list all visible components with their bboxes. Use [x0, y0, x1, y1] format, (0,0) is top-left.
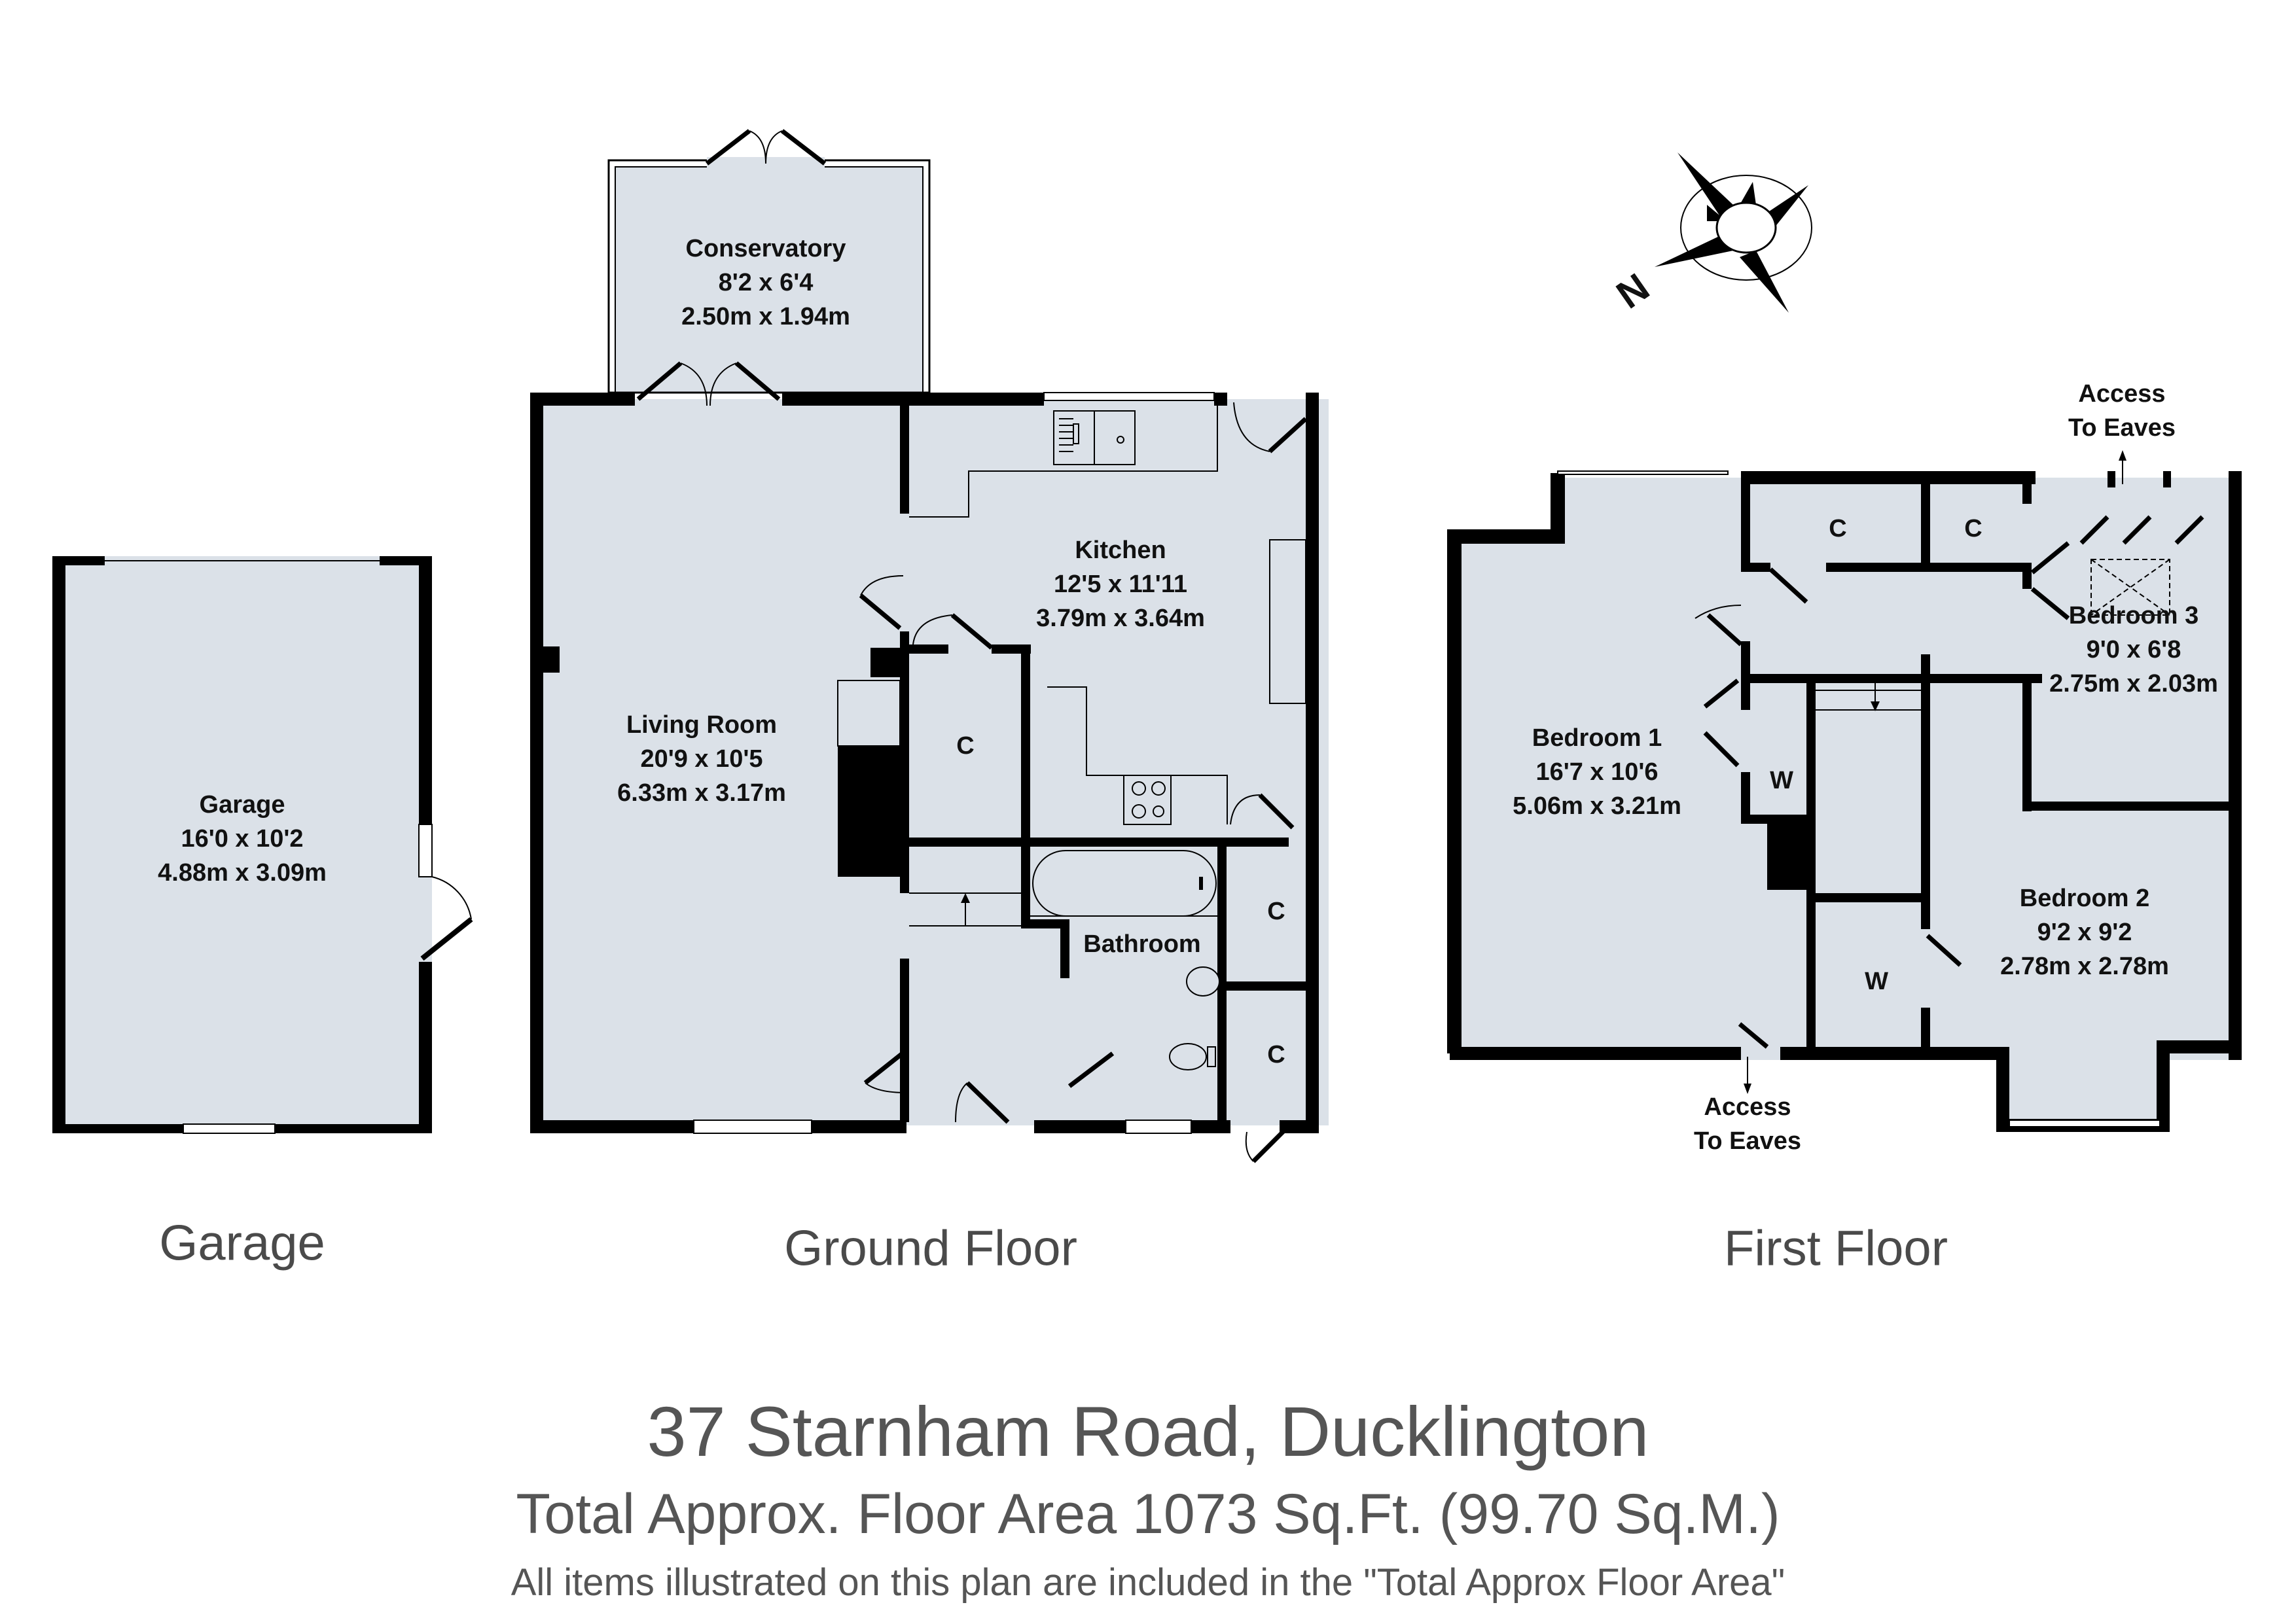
room-label-wardrobe: W	[1865, 968, 1888, 995]
room-imperial: 16'7 x 10'6	[1535, 758, 1659, 786]
floor-area-note: All items illustrated on this plan are i…	[511, 1561, 1785, 1604]
room-metric: 6.33m x 3.17m	[617, 779, 786, 807]
room-label-living-room: Living Room 20'9 x 10'5 6.33m x 3.17m	[617, 708, 786, 810]
room-label-bathroom: Bathroom	[1083, 930, 1201, 958]
garage-plan	[52, 556, 473, 1134]
room-name: Conservatory	[685, 235, 846, 262]
room-label-cupboard: C	[956, 732, 975, 760]
room-name: Bedroom 2	[2019, 885, 2150, 912]
room-metric: 5.06m x 3.21m	[1513, 792, 1681, 820]
annotation-line: Access	[1704, 1093, 1791, 1121]
room-label-bedroom-2: Bedroom 2 9'2 x 9'2 2.78m x 2.78m	[2000, 881, 2169, 983]
room-name: Kitchen	[1075, 537, 1166, 564]
total-floor-area: Total Approx. Floor Area 1073 Sq.Ft. (99…	[516, 1483, 1780, 1545]
room-imperial: 9'0 x 6'8	[2086, 636, 2181, 663]
ground-floor-plan	[530, 129, 1329, 1163]
annotation-line: To Eaves	[1693, 1127, 1802, 1155]
room-label-cupboard: C	[1964, 515, 1982, 542]
room-label-cupboard: C	[1267, 898, 1285, 925]
room-metric: 2.50m x 1.94m	[681, 303, 850, 330]
room-label-cupboard: C	[1267, 1041, 1285, 1068]
annotation-line: Access	[2078, 380, 2166, 408]
room-imperial: 9'2 x 9'2	[2037, 919, 2132, 946]
floor-title-garage: Garage	[159, 1215, 325, 1271]
room-label-cupboard: C	[1829, 515, 1847, 542]
room-imperial: 16'0 x 10'2	[181, 825, 304, 853]
room-name: Bedroom 1	[1532, 724, 1662, 752]
room-metric: 2.75m x 2.03m	[2049, 670, 2218, 697]
property-address: 37 Starnham Road, Ducklington	[647, 1392, 1649, 1471]
room-imperial: 12'5 x 11'11	[1053, 571, 1188, 598]
room-name: Living Room	[626, 711, 778, 739]
room-label-bedroom-1: Bedroom 1 16'7 x 10'6 5.06m x 3.21m	[1513, 721, 1681, 823]
first-floor-plan	[1447, 450, 2242, 1132]
room-metric: 2.78m x 2.78m	[2000, 953, 2169, 980]
room-label-conservatory: Conservatory 8'2 x 6'4 2.50m x 1.94m	[681, 232, 850, 334]
compass-rose-icon	[1655, 152, 1812, 313]
room-label-garage: Garage 16'0 x 10'2 4.88m x 3.09m	[158, 788, 327, 890]
room-imperial: 8'2 x 6'4	[718, 269, 814, 296]
room-metric: 4.88m x 3.09m	[158, 859, 327, 887]
floor-title-ground: Ground Floor	[784, 1220, 1077, 1277]
room-name: Garage	[199, 791, 285, 819]
access-to-eaves-top: Access To Eaves	[2068, 377, 2176, 445]
floor-title-first: First Floor	[1724, 1220, 1948, 1277]
room-imperial: 20'9 x 10'5	[640, 745, 763, 773]
room-label-wardrobe: W	[1770, 767, 1793, 794]
annotation-line: To Eaves	[2068, 414, 2176, 442]
room-metric: 3.79m x 3.64m	[1036, 605, 1205, 632]
access-to-eaves-bottom: Access To Eaves	[1694, 1090, 1801, 1158]
room-name: Bedroom 3	[2068, 602, 2199, 629]
room-label-kitchen: Kitchen 12'5 x 11'11 3.79m x 3.64m	[1036, 533, 1205, 635]
room-label-bedroom-3: Bedroom 3 9'0 x 6'8 2.75m x 2.03m	[2049, 599, 2218, 701]
